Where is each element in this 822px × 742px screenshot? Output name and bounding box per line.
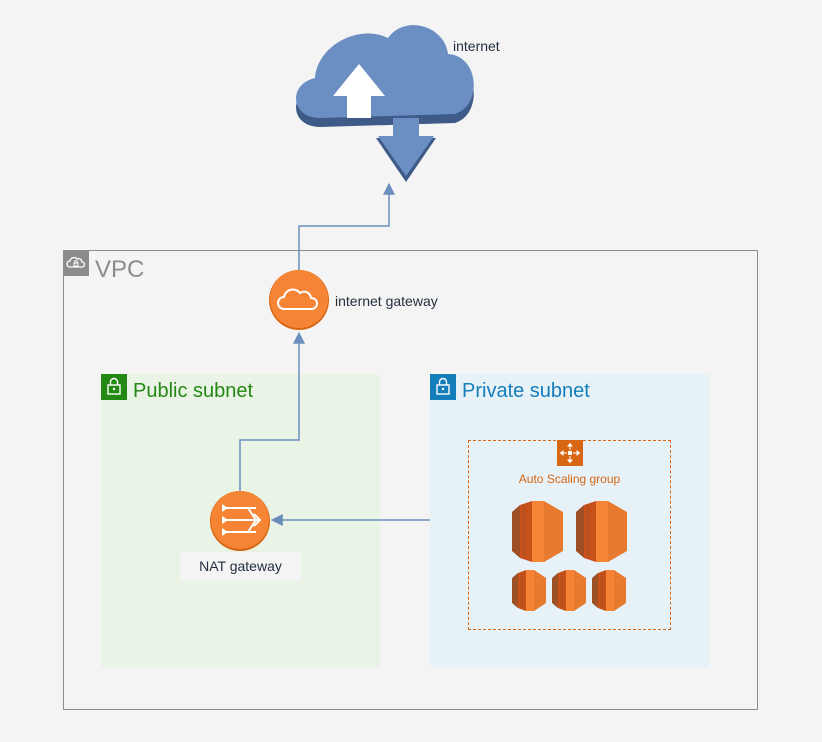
private-subnet-lock-icon bbox=[430, 374, 456, 400]
nat-to-igw-connector bbox=[239, 331, 305, 492]
public-subnet-lock-icon bbox=[101, 374, 127, 400]
ec2-instance-small-icon bbox=[512, 570, 546, 611]
nat-gateway-icon bbox=[210, 491, 270, 551]
vpc-label: VPC bbox=[95, 256, 145, 283]
public-subnet-label: Public subnet bbox=[133, 380, 254, 402]
ec2-instance-small-icon bbox=[552, 570, 586, 611]
nat-gateway-label: NAT gateway bbox=[180, 552, 301, 581]
auto-scaling-group-label: Auto Scaling group bbox=[518, 472, 621, 486]
internet-cloud-icon bbox=[296, 25, 474, 182]
internet-label: internet bbox=[453, 38, 500, 54]
ec2-instance-large-icon bbox=[576, 501, 627, 562]
internet-gateway-label: internet gateway bbox=[335, 293, 438, 309]
internet-gateway-icon bbox=[269, 270, 329, 330]
ec2-instance-large-icon bbox=[512, 501, 563, 562]
auto-scaling-icon bbox=[557, 440, 583, 466]
igw-to-internet-connector bbox=[298, 182, 395, 270]
private-subnet-label: Private subnet bbox=[462, 380, 590, 402]
ec2-instance-small-icon bbox=[592, 570, 626, 611]
vpc-cloud-icon bbox=[63, 250, 89, 276]
private-subnet bbox=[430, 374, 709, 667]
